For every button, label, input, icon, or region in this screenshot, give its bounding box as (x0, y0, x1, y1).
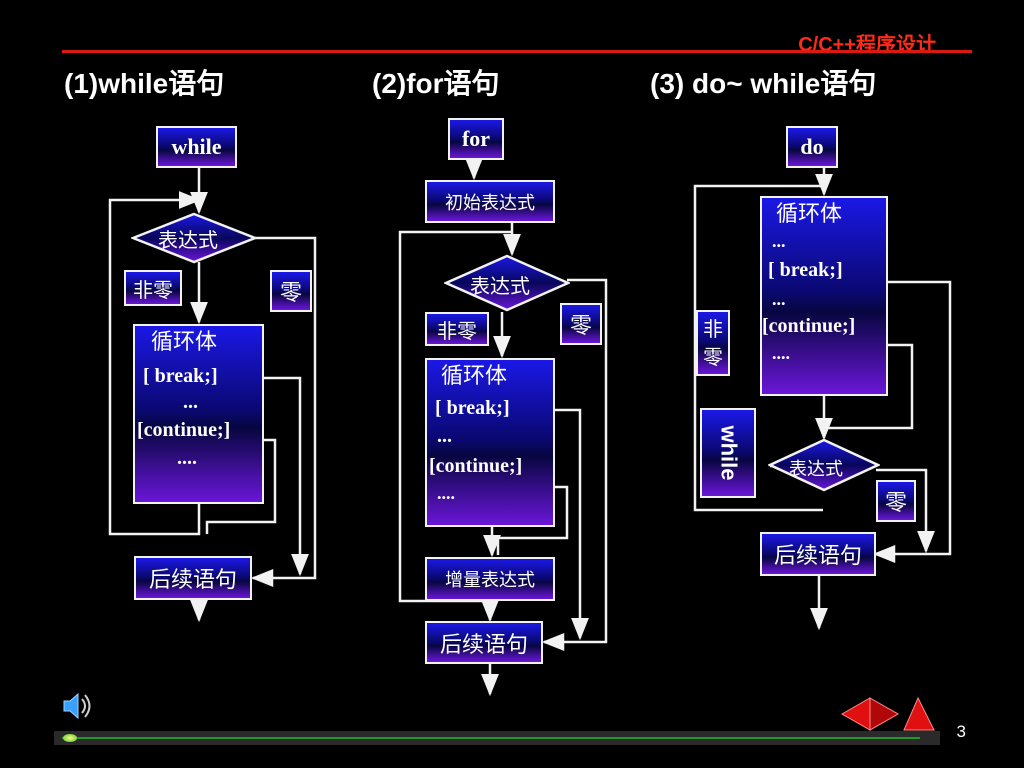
for-nonzero-box: 非零 (425, 312, 489, 346)
do-body-title: 循环体 (776, 202, 843, 227)
do-next-statement-label: 后续语句 (773, 544, 862, 569)
do-zero-box: 零 (876, 480, 916, 522)
do-body-line-2: [ break;] (768, 259, 843, 281)
do-condition-label: 表达式 (789, 459, 843, 480)
while-body-line-2: ... (183, 391, 198, 413)
while-body-title: 循环体 (151, 330, 218, 355)
while-nonzero-box: 非零 (124, 270, 182, 306)
header-rule (62, 50, 972, 53)
title-while: (1)while语句 (64, 68, 225, 99)
for-condition-label: 表达式 (470, 274, 530, 298)
for-init-box: 初始表达式 (425, 180, 555, 223)
while-condition-diamond (131, 212, 257, 264)
do-keyword-label: do (800, 134, 824, 159)
while-body-line-1: [ break;] (143, 365, 218, 387)
do-while-keyword-label: while (716, 425, 742, 481)
do-while-keyword-box: while (700, 408, 756, 498)
title-for: (2)for语句 (372, 68, 500, 99)
do-nonzero-box: 非 零 (696, 310, 730, 376)
for-loop-body-box: 循环体 [ break;] ... [continue;] .... (425, 358, 555, 527)
do-nonzero-label-2: 零 (703, 345, 723, 369)
do-zero-label: 零 (884, 491, 907, 516)
for-body-line-3: [continue;] (429, 455, 523, 477)
speaker-icon[interactable] (58, 690, 98, 722)
for-next-statement-label: 后续语句 (439, 632, 528, 658)
for-zero-box: 零 (560, 303, 602, 345)
page-number: 3 (956, 722, 966, 741)
for-body-title: 循环体 (441, 364, 508, 389)
do-nonzero-label-1: 非 (703, 317, 723, 341)
do-condition-diamond (768, 438, 880, 492)
while-body-line-4: .... (177, 447, 197, 469)
next-slide-icon[interactable] (902, 696, 936, 732)
for-body-line-1: [ break;] (435, 397, 510, 419)
for-increment-label: 增量表达式 (445, 570, 535, 591)
for-condition-diamond (444, 254, 570, 312)
for-keyword-label: for (461, 126, 491, 151)
for-next-statement-box: 后续语句 (425, 621, 543, 664)
while-zero-box: 零 (270, 270, 312, 312)
do-next-statement-box: 后续语句 (760, 532, 876, 576)
footer-progress-line (62, 737, 920, 739)
for-body-line-4: .... (437, 483, 455, 503)
do-keyword-box: do (786, 126, 838, 168)
for-init-label: 初始表达式 (445, 192, 535, 214)
do-body-line-5: .... (772, 343, 790, 363)
for-keyword-box: for (448, 118, 504, 160)
while-condition-label: 表达式 (158, 228, 218, 252)
do-body-line-4: [continue;] (762, 315, 856, 337)
do-loop-body-box: 循环体 ... [ break;] ... [continue;] .... (760, 196, 888, 396)
while-loop-body-box: 循环体 [ break;] ... [continue;] .... (133, 324, 264, 504)
for-body-line-2: ... (437, 425, 452, 447)
while-keyword-box: while (156, 126, 237, 168)
while-next-statement-label: 后续语句 (148, 568, 237, 593)
while-zero-label: 零 (279, 281, 302, 306)
prev-slide-icon[interactable] (840, 696, 904, 732)
while-nonzero-label: 非零 (133, 277, 173, 302)
while-next-statement-box: 后续语句 (134, 556, 252, 600)
for-increment-box: 增量表达式 (425, 557, 555, 601)
for-nonzero-label: 非零 (437, 318, 477, 343)
while-keyword-label: while (171, 134, 222, 159)
do-body-line-1: ... (772, 231, 786, 251)
do-body-line-3: ... (772, 289, 786, 309)
title-do-while: (3) do~ while语句 (650, 68, 877, 99)
while-body-line-3: [continue;] (137, 419, 231, 441)
footer-indicator-dot (63, 734, 77, 742)
for-zero-label: 零 (569, 314, 592, 339)
